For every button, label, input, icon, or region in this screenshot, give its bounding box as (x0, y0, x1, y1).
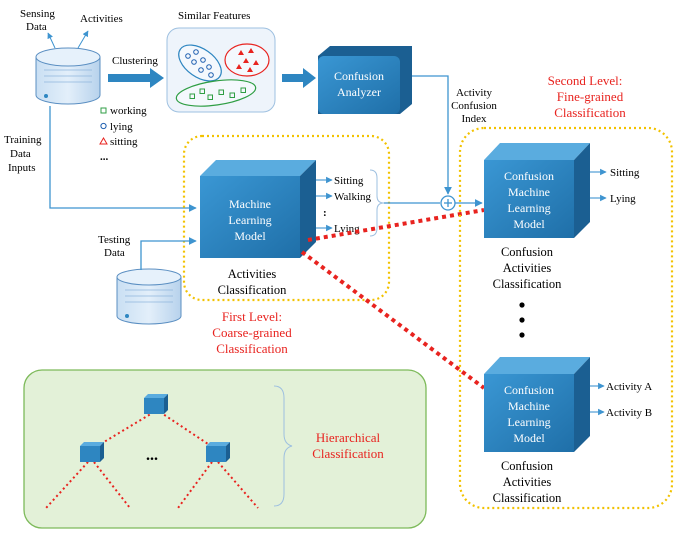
ml-label-3: Model (234, 229, 266, 243)
output-sitting: Sitting (334, 175, 364, 187)
bottom-output-activity-b: Activity B (606, 407, 652, 419)
confusion-ml-model-cube-bottom (484, 357, 590, 452)
vertical-ellipsis (519, 302, 525, 338)
sensing-label-2: Data (26, 21, 47, 33)
output-walking: Walking (334, 191, 371, 203)
hierarchical-label-2: Classification (312, 446, 384, 461)
second-level-title-3: Classification (554, 105, 626, 120)
top-confusion-classification-3: Classification (493, 277, 562, 291)
analyzer-label-2: Analyzer (337, 85, 381, 99)
training-data-arrow (49, 106, 197, 212)
confusion-analyzer-box (318, 46, 412, 114)
analyzer-input-arrow (282, 68, 316, 88)
route-to-top-confusion-model (307, 208, 485, 242)
confusion-index-label-1: Activity (456, 87, 493, 99)
legend-more: ... (100, 151, 109, 163)
sensing-data-database (35, 47, 101, 105)
top-output-lying: Lying (610, 193, 636, 205)
training-label-2: Data (10, 148, 31, 160)
hierarchy-tree (45, 394, 259, 509)
sensing-arrow (47, 32, 56, 49)
second-level-title-2: Fine-grained (557, 89, 624, 104)
first-level-region (182, 134, 391, 302)
activities-label: Activities (80, 13, 123, 25)
activities-arrow (77, 30, 89, 49)
testing-data-arrow (140, 237, 197, 270)
activities-classification-1: Activities (228, 267, 277, 281)
cluster-legend (99, 107, 108, 145)
top-cube-label-1: Confusion (504, 169, 554, 183)
bottom-output-activity-a: Activity A (606, 381, 652, 393)
legend-working: working (110, 105, 147, 117)
top-cube-label-2: Machine (508, 185, 550, 199)
confusion-index-label-2: Confusion (451, 100, 497, 112)
similar-features-label: Similar Features (178, 10, 250, 22)
bottom-confusion-classification-2: Activities (503, 475, 552, 489)
second-level-title-1: Second Level: (548, 73, 623, 88)
bottom-cube-label-3: Learning (507, 415, 550, 429)
top-cube-label-3: Learning (507, 201, 550, 215)
training-label-1: Training (4, 134, 42, 146)
bottom-cube-label-4: Model (513, 431, 545, 445)
confusion-index-label-3: Index (461, 113, 487, 125)
combine-junction (440, 195, 456, 211)
machine-learning-model-cube (200, 160, 316, 258)
top-cube-label-4: Model (513, 217, 545, 231)
ml-label-1: Machine (229, 197, 271, 211)
top-confusion-classification-2: Activities (503, 261, 552, 275)
confusion-index-arrow (412, 75, 452, 195)
bottom-cube-label-1: Confusion (504, 383, 554, 397)
analyzer-label-1: Confusion (334, 69, 384, 83)
first-level-title-1: First Level: (222, 309, 282, 324)
sensing-label-1: Sensing (20, 8, 55, 20)
clustering-label: Clustering (112, 55, 158, 67)
hierarchy-dots: ... (146, 447, 158, 464)
testing-label-1: Testing (98, 234, 131, 246)
legend-lying: lying (110, 121, 133, 133)
output-lying: Lying (334, 223, 360, 235)
output-dots: : (323, 207, 327, 219)
top-confusion-classification-1: Confusion (501, 245, 554, 259)
first-level-title-2: Coarse-grained (212, 325, 292, 340)
clustering-arrow (108, 68, 164, 88)
training-label-3: Inputs (8, 162, 36, 174)
testing-label-2: Data (104, 247, 125, 259)
second-level-region (458, 126, 674, 510)
activities-classification-2: Classification (218, 283, 287, 297)
top-output-sitting: Sitting (610, 167, 640, 179)
confusion-ml-model-cube-top (484, 143, 590, 238)
bottom-confusion-classification-1: Confusion (501, 459, 554, 473)
ml-label-2: Learning (228, 213, 271, 227)
bottom-cube-label-2: Machine (508, 399, 550, 413)
hierarchy-brace (273, 385, 293, 507)
route-to-bottom-confusion-model (300, 250, 486, 390)
hierarchical-label-1: Hierarchical (316, 430, 381, 445)
bottom-confusion-classification-3: Classification (493, 491, 562, 505)
legend-sitting: sitting (110, 136, 138, 148)
similar-features-panel (166, 27, 276, 113)
testing-data-database (116, 268, 182, 325)
first-level-title-3: Classification (216, 341, 288, 356)
